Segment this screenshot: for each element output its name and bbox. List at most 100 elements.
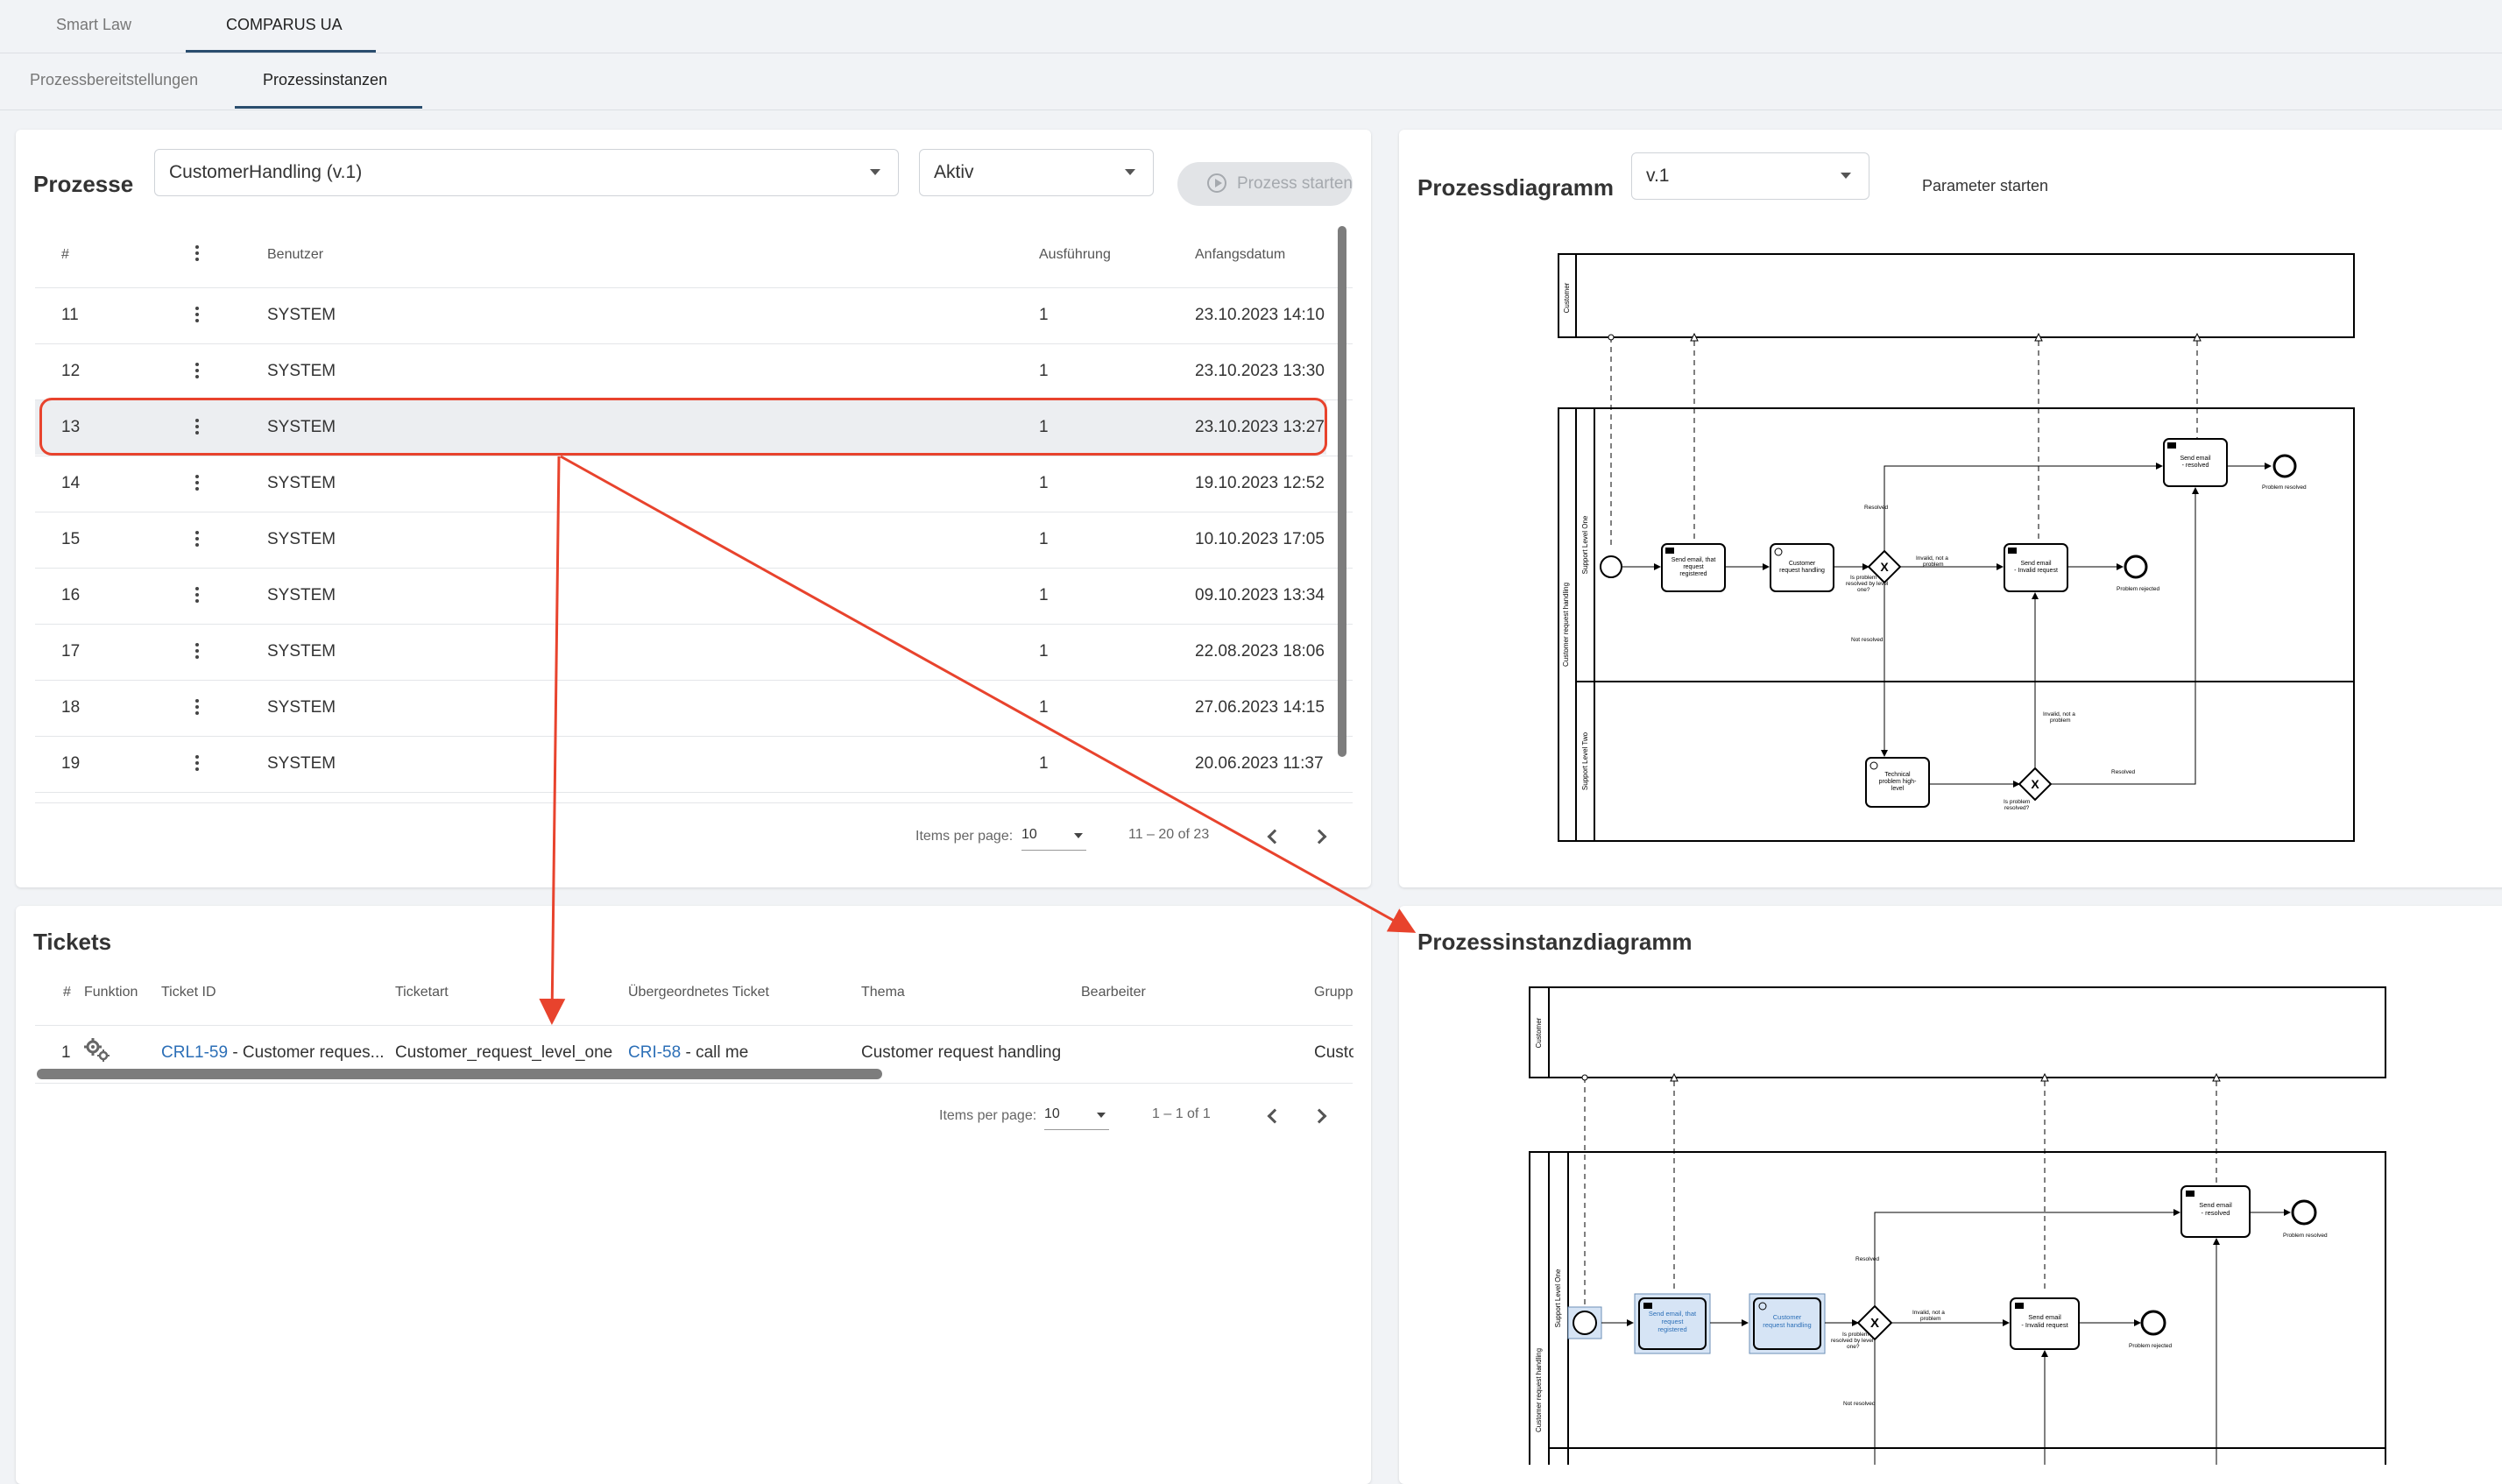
header-divider — [35, 287, 1353, 288]
row-execution: 1 — [1039, 642, 1049, 661]
row-execution: 1 — [1039, 474, 1049, 492]
svg-text:Resolved: Resolved — [1864, 505, 1888, 511]
row-menu-icon[interactable] — [195, 643, 199, 661]
row-num: 17 — [61, 642, 81, 661]
row-user: SYSTEM — [267, 474, 336, 492]
table-scrollbar[interactable] — [1338, 226, 1346, 757]
row-execution: 1 — [1039, 306, 1049, 324]
tickets-horizontal-scrollbar[interactable] — [37, 1069, 882, 1079]
end-rejected — [2124, 555, 2148, 579]
play-circle-icon — [1207, 173, 1226, 193]
end-rejected-label: Problem rejected — [2117, 586, 2160, 592]
instance-end-resolved-label: Problem resolved — [2283, 1233, 2328, 1239]
svg-text:Resolved: Resolved — [2111, 769, 2135, 775]
process-diagram-title: Prozessdiagramm — [1417, 174, 1614, 201]
chevron-down-icon — [1125, 169, 1135, 175]
col-num: # — [63, 985, 71, 1000]
task-technical — [1865, 757, 1930, 808]
chevron-down-icon — [1841, 173, 1851, 179]
end-resolved — [2272, 454, 2297, 478]
tab-comparus-ua[interactable]: COMPARUS UA — [226, 16, 343, 33]
svg-text:Not resolved: Not resolved — [1851, 637, 1884, 643]
row-menu-icon[interactable] — [195, 419, 199, 437]
col-num: # — [61, 247, 69, 262]
start-parameters-link[interactable]: Parameter starten — [1922, 177, 2049, 194]
row-menu-icon[interactable] — [195, 587, 199, 605]
row-execution: 1 — [1039, 530, 1049, 548]
tickets-header-divider — [35, 1025, 1353, 1026]
col-group: Grupp — [1314, 985, 1353, 1000]
items-per-page-label: Items per page: — [915, 829, 1014, 844]
tickets-title: Tickets — [33, 929, 112, 955]
instance-diagram-card — [1399, 906, 2502, 1484]
row-user: SYSTEM — [267, 754, 336, 773]
start-event — [1600, 555, 1622, 578]
parent-ticket-link[interactable]: CRI-58 — [628, 1043, 682, 1062]
row-divider — [35, 736, 1353, 737]
col-function: Funktion — [84, 985, 138, 1000]
task-send-resolved — [2163, 438, 2228, 487]
start-process-button[interactable]: Prozess starten — [1177, 162, 1353, 206]
tickets-footer-divider — [35, 1083, 1353, 1084]
row-execution: 1 — [1039, 698, 1049, 717]
tab-prozessinstanzen[interactable]: Prozessinstanzen — [263, 71, 388, 88]
active-subtab-indicator — [235, 106, 422, 109]
version-select[interactable]: v.1 — [1631, 152, 1869, 200]
handling-pool — [1558, 407, 2355, 842]
page-size-value: 10 — [1044, 1106, 1060, 1121]
row-num: 14 — [61, 474, 81, 492]
row-start-date: 23.10.2023 14:10 — [1195, 306, 1325, 324]
svg-text:X: X — [1880, 560, 1889, 574]
row-user: SYSTEM — [267, 642, 336, 661]
row-start-date: 23.10.2023 13:30 — [1195, 362, 1325, 380]
instance-diagram-title: Prozessinstanzdiagramm — [1417, 929, 1693, 955]
tickets-card — [16, 906, 1371, 1484]
tab-smart-law[interactable]: Smart Law — [56, 16, 132, 33]
row-execution: 1 — [1039, 586, 1049, 604]
column-menu-icon[interactable] — [195, 245, 199, 264]
row-start-date: 22.08.2023 18:06 — [1195, 642, 1325, 661]
row-menu-icon[interactable] — [195, 755, 199, 774]
row-user: SYSTEM — [267, 306, 336, 324]
items-per-page-label: Items per page: — [939, 1108, 1037, 1123]
processes-title: Prozesse — [33, 171, 134, 197]
row-menu-icon[interactable] — [195, 475, 199, 493]
tab-prozessbereitstellungen[interactable]: Prozessbereitstellungen — [30, 71, 199, 88]
gears-icon[interactable] — [83, 1037, 111, 1064]
row-menu-icon[interactable] — [195, 531, 199, 549]
row-num: 15 — [61, 530, 81, 548]
row-execution: 1 — [1039, 362, 1049, 380]
row-num: 19 — [61, 754, 81, 773]
bpmn-process-diagram: Customer Customer request handling Suppo… — [1558, 253, 2355, 842]
ticket-id-link[interactable]: CRL1-59 — [161, 1043, 229, 1062]
row-divider — [35, 624, 1353, 625]
customer-pool — [1558, 253, 2355, 338]
row-menu-icon[interactable] — [195, 363, 199, 381]
page-size-select[interactable]: 10 — [1044, 1106, 1109, 1130]
col-start-date: Anfangsdatum — [1195, 247, 1286, 262]
row-num: 18 — [61, 698, 81, 717]
task-send-registered — [1661, 543, 1726, 592]
row-start-date: 20.06.2023 11:37 — [1195, 754, 1324, 773]
row-divider — [35, 792, 1353, 793]
page-size-select[interactable]: 10 — [1021, 827, 1086, 851]
ticket-id-cell: CRL1-59 - Customer reques... — [161, 1043, 385, 1063]
row-menu-icon[interactable] — [195, 699, 199, 717]
row-user: SYSTEM — [267, 586, 336, 604]
row-start-date: 19.10.2023 12:52 — [1195, 474, 1325, 492]
row-num: 11 — [61, 306, 79, 324]
pool-customer-label: Customer — [1563, 282, 1571, 313]
task-send-invalid — [2004, 543, 2068, 592]
process-select[interactable]: CustomerHandling (v.1) — [154, 149, 899, 196]
status-select[interactable]: Aktiv — [919, 149, 1154, 196]
end-resolved-label: Problem resolved — [2262, 484, 2307, 491]
parent-ticket-title: - call me — [681, 1043, 749, 1062]
row-user: SYSTEM — [267, 362, 336, 380]
status-select-value: Aktiv — [934, 162, 974, 182]
col-topic: Thema — [861, 985, 905, 1000]
row-menu-icon[interactable] — [195, 307, 199, 325]
